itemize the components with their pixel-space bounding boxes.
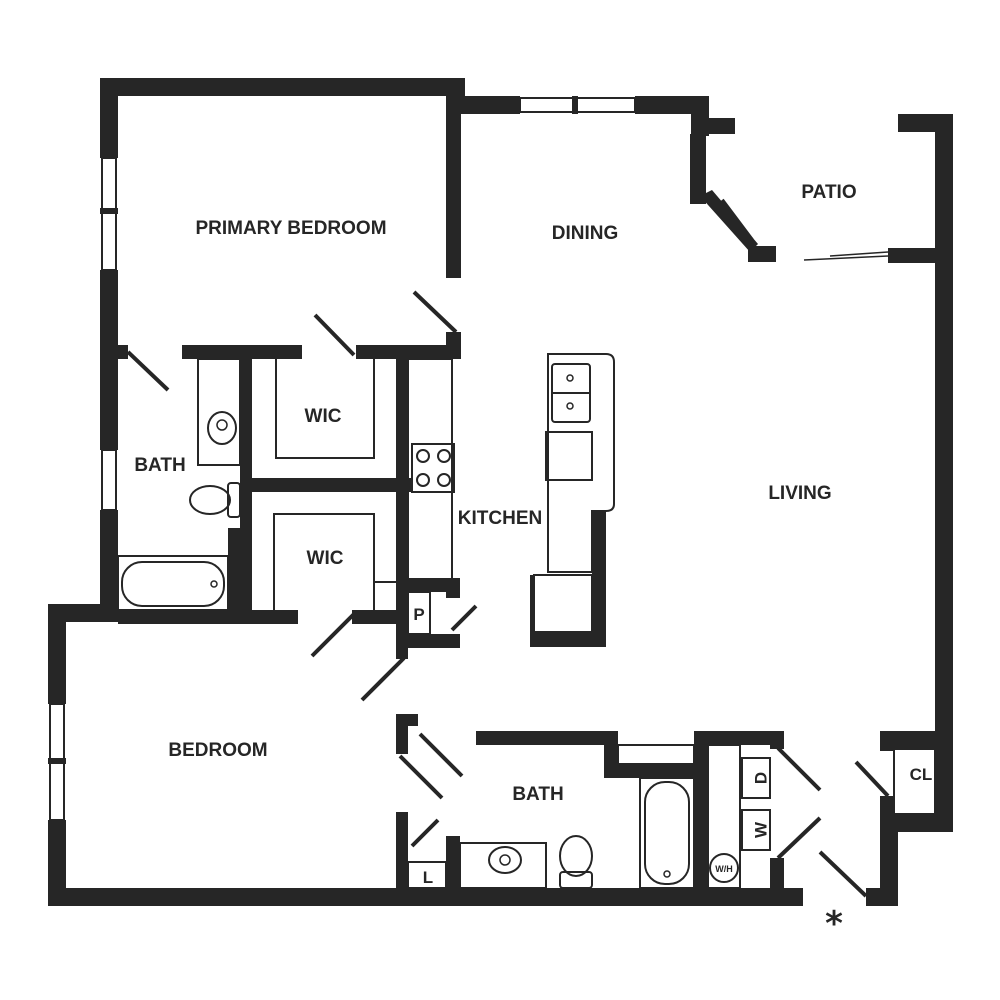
- room-label-kitchen: KITCHEN: [458, 508, 542, 529]
- linen-label: L: [423, 868, 433, 887]
- room-label-bath-2: BATH: [512, 784, 563, 805]
- room-label-living: LIVING: [768, 483, 831, 504]
- room-label-wic-2: WIC: [307, 548, 344, 569]
- walls: [48, 78, 953, 906]
- fixture-labels: P L CL D W W/H *: [413, 605, 932, 944]
- room-labels: PRIMARY BEDROOM DINING PATIO WIC WIC BAT…: [134, 182, 856, 805]
- closet-label: CL: [910, 765, 933, 784]
- windows: [48, 96, 695, 821]
- washer-label: W: [751, 821, 770, 838]
- room-label-patio: PATIO: [801, 182, 856, 203]
- room-label-dining: DINING: [552, 223, 619, 244]
- entry-marker: *: [825, 904, 843, 944]
- doors: [126, 198, 890, 898]
- fixtures: [117, 353, 936, 889]
- water-heater-label: W/H: [715, 864, 733, 874]
- room-label-wic-1: WIC: [305, 406, 342, 427]
- room-label-bath-1: BATH: [134, 455, 185, 476]
- dryer-label: D: [751, 772, 770, 784]
- pantry-label: P: [413, 605, 424, 624]
- room-label-primary-bedroom: PRIMARY BEDROOM: [195, 218, 386, 239]
- room-label-bedroom: BEDROOM: [168, 740, 267, 761]
